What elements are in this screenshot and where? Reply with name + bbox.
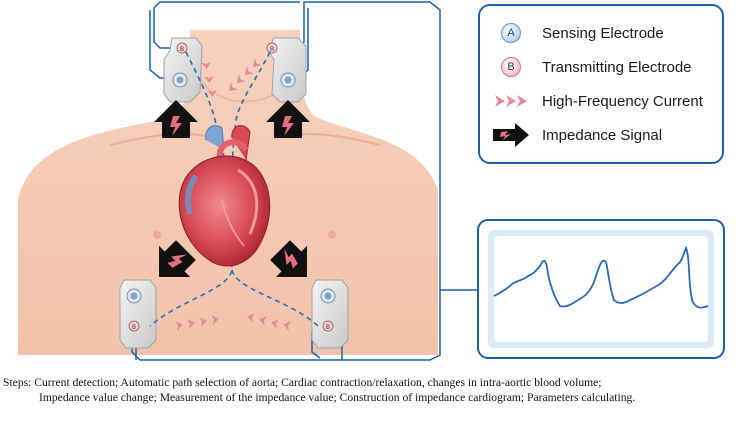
legend-label: High-Frequency Current <box>542 92 703 110</box>
legend-item-high-frequency-current: High-Frequency Current <box>480 88 703 114</box>
legend: A Sensing Electrode B Transmitting Elect… <box>478 4 724 164</box>
impedance-cardiogram-monitor <box>477 219 725 359</box>
svg-text:B: B <box>270 47 274 53</box>
svg-text:B: B <box>326 325 330 331</box>
steps-text-1: Current detection; Automatic path select… <box>34 376 602 389</box>
legend-label: Sensing Electrode <box>542 24 664 42</box>
steps-line-1: Steps: Current detection; Automatic path… <box>3 376 747 391</box>
transmitting-electrode-icon: B <box>480 54 542 80</box>
nipple-right <box>328 231 336 239</box>
svg-text:B: B <box>132 325 136 331</box>
legend-item-impedance-signal: Impedance Signal <box>480 122 662 148</box>
svg-text:B: B <box>180 47 184 53</box>
impedance-waveform <box>493 245 709 309</box>
steps-caption: Steps: Current detection; Automatic path… <box>3 376 747 405</box>
electrode-pad-lower-right: B <box>311 279 349 349</box>
legend-item-sensing-electrode: A Sensing Electrode <box>480 20 664 46</box>
steps-line-2: Impedance value change; Measurement of t… <box>39 390 636 404</box>
electrode-pad-lower-left: B <box>119 279 157 349</box>
impedance-signal-icon <box>480 122 542 148</box>
impedance-cardiography-diagram: B B B B <box>18 1 725 361</box>
electrode-pad-neck-right: B <box>266 37 307 103</box>
legend-label: Impedance Signal <box>542 126 663 144</box>
legend-label: Transmitting Electrode <box>542 58 692 76</box>
nipple-left <box>153 231 161 239</box>
electrode-pad-neck-left: B <box>163 37 203 103</box>
high-frequency-current-icon <box>480 88 542 114</box>
sensing-electrode-icon: A <box>480 20 542 46</box>
steps-prefix: Steps: <box>3 376 35 389</box>
legend-item-transmitting-electrode: B Transmitting Electrode <box>480 54 692 80</box>
heart <box>178 124 271 267</box>
